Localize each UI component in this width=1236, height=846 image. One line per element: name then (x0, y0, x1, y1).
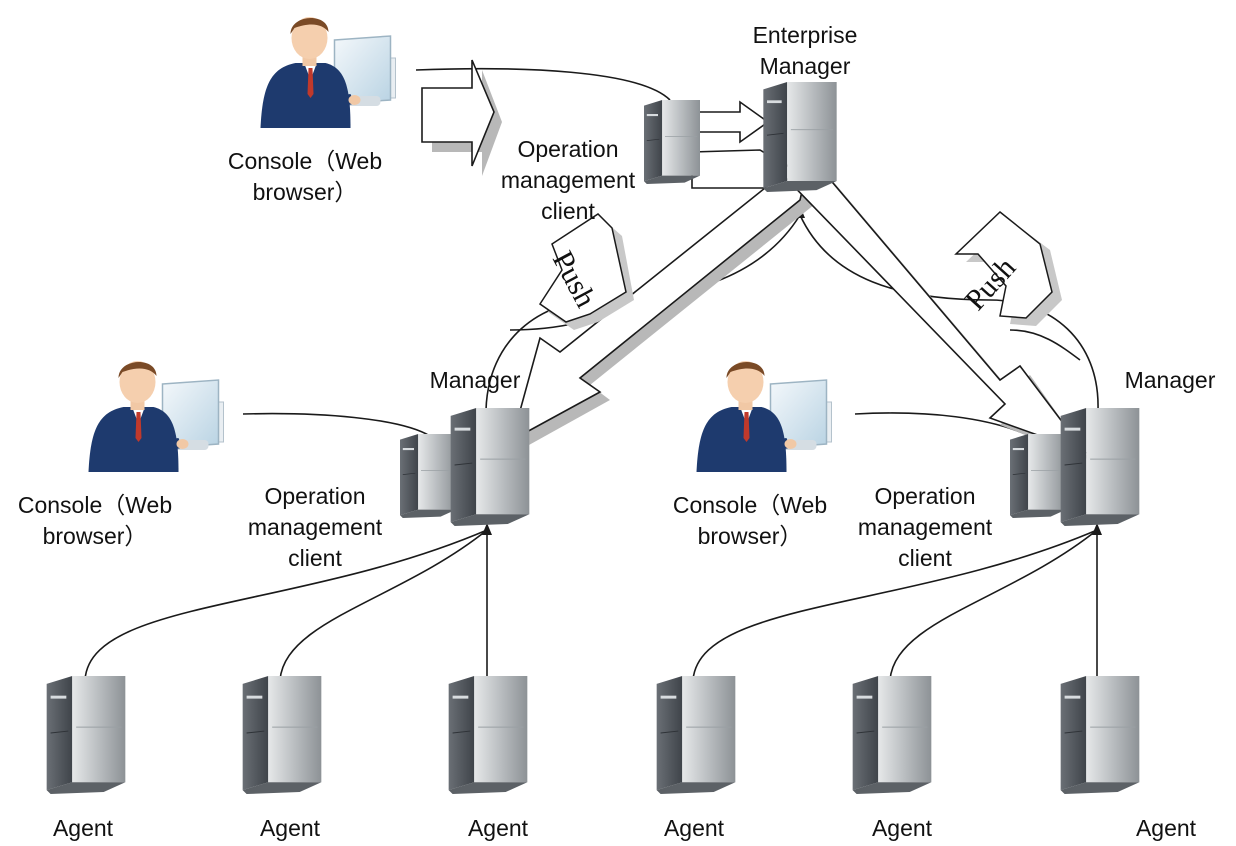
agent-label-3: Agent (467, 815, 529, 841)
agent-label-4: Agent (663, 815, 725, 841)
agent-label-6: Agent (1135, 815, 1197, 841)
left-manager-server-icon (450, 408, 530, 526)
link-agent5-manager-right (889, 529, 1098, 681)
left-console-label: Console（Web browser） (17, 492, 173, 549)
agent-server-icon-6 (1060, 676, 1140, 794)
agent-server-icon-2 (242, 676, 322, 794)
left-omc-server-icon (400, 433, 456, 519)
top-console-person-icon (259, 16, 397, 128)
left-console-person-icon (87, 360, 225, 472)
link-right-manager-em-2 (1009, 329, 1081, 361)
enterprise-manager-label: Enterprise Manager (752, 22, 858, 79)
push-arrow-right (954, 211, 1053, 319)
right-console-person-icon (695, 360, 833, 472)
agent-label-5: Agent (871, 815, 933, 841)
agent-server-icon-5 (852, 676, 932, 794)
arrowhead-right-manager (1092, 523, 1102, 535)
link-agent2-manager-left (279, 529, 488, 681)
enterprise-manager-server-icon (762, 82, 838, 192)
arrow-em-to-right-manager (778, 148, 1088, 454)
left-manager-label: Manager (429, 367, 521, 393)
link-agent4-manager-right (692, 529, 1098, 681)
agent-server-icon-3 (448, 676, 528, 794)
arrow-omc-to-em (697, 100, 770, 144)
agent-label-1: Agent (52, 815, 114, 841)
link-top-console-omc (415, 67, 671, 101)
agent-server-icon-4 (656, 676, 736, 794)
link-left-console-omc (242, 412, 431, 437)
arrow-top-console-to-omc (421, 59, 495, 167)
push-arrow-left (538, 213, 627, 323)
right-omc-label: Operation management client (857, 483, 993, 571)
arrowhead-left-manager (482, 523, 492, 535)
link-agent1-manager-left (84, 529, 488, 681)
right-manager-label: Manager (1124, 367, 1216, 393)
top-console-label: Console（Web browser） (227, 148, 383, 205)
right-omc-server-icon (1010, 433, 1066, 519)
agent-server-icon-1 (46, 676, 126, 794)
right-console-label: Console（Web browser） (672, 492, 828, 549)
left-omc-label: Operation management client (247, 483, 383, 571)
agent-label-2: Agent (259, 815, 321, 841)
right-manager-server-icon (1060, 408, 1140, 526)
top-omc-label: Operation management client (500, 136, 636, 224)
link-right-manager-em (799, 214, 1099, 411)
